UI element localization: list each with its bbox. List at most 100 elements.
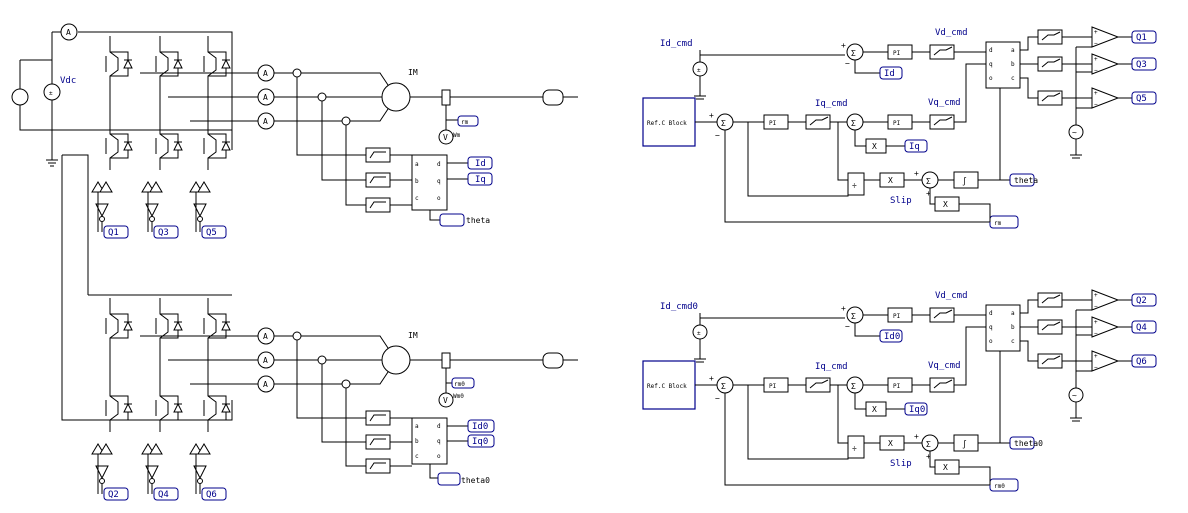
bot-gate-driver-b-1-icon (149, 443, 163, 455)
dc-ammeter (60, 23, 78, 41)
mult-slip-label: X (888, 439, 893, 448)
bot-gate-driver-b-2-icon (197, 443, 211, 455)
top-diode-path-upper-0 (110, 51, 129, 77)
divider-block (847, 435, 865, 459)
top-diode-upper-1-icon (173, 58, 183, 69)
bot-gate-inverter-0-icon (95, 465, 109, 480)
sum-slip-symbol: Σ (926, 177, 931, 186)
abc-out-b: b (1011, 324, 1015, 331)
divider-label: ÷ (852, 181, 857, 190)
top-motor-section: A A A IM V Wm rm a (140, 64, 578, 227)
gate-out-tag-0-label: Q1 (1136, 33, 1147, 43)
top-gate-inverter-bubble-1 (149, 216, 155, 222)
comparator-0-minus: − (1094, 303, 1098, 310)
ref-c-block-label: Ref.C Block (647, 383, 687, 390)
induction-motor-top-icon (381, 82, 411, 112)
abc-filter-b-top (365, 172, 391, 188)
ac-voltmeter-icon (11, 88, 29, 106)
current-sensor-b-top (317, 92, 327, 102)
limiter-abc-1-icon (1041, 58, 1061, 68)
sum-speed-plus: + (709, 374, 714, 383)
id-feedback-wire (854, 60, 880, 74)
ref-c-block (642, 360, 696, 410)
top-diode-lower-0-icon (123, 140, 133, 151)
abc-port-c-top: c (415, 195, 419, 202)
gate-out-tag-1-label: Q3 (1136, 60, 1147, 70)
limiter-d-icon (933, 309, 953, 319)
bot-gate-inverter-2-icon (193, 465, 207, 480)
dq-in-d: d (989, 310, 993, 317)
comparator-1-icon (1091, 53, 1120, 75)
current-sensor-a-top (292, 68, 302, 78)
id-tag-top-label: Id (475, 159, 486, 169)
limiter-abc-1-block (1037, 56, 1063, 72)
dq-port-q-top: q (437, 178, 441, 185)
slip-label: Slip (890, 459, 912, 469)
top-diode-lower-2-icon (221, 140, 231, 151)
abc-filter-a-bot (365, 410, 391, 426)
id0-tag-bot (467, 419, 495, 433)
divider-block (847, 172, 865, 196)
rm-tag-bot-label: rm0 (454, 381, 465, 388)
top-gate-inverter-2-icon (193, 203, 207, 218)
id-feedback-tag-label: Id0 (884, 332, 900, 342)
top-gate-inverter-1-icon (145, 203, 159, 218)
induction-motor-bot-icon (381, 345, 411, 375)
top-diode-upper-0-icon (123, 58, 133, 69)
abc-to-dq-top (411, 154, 448, 211)
bot-diode-lower-2-icon (221, 402, 231, 413)
abc-c-wire (1020, 340, 1038, 362)
top-gate-driver-b-1-icon (149, 181, 163, 193)
dq-port-d-bot: d (437, 423, 441, 430)
iq-feedback-tag (904, 402, 928, 416)
id-feedback-tag-label: Id (884, 69, 895, 79)
top-gate-tag-2 (201, 225, 227, 239)
top-gate-tag-1-label: Q3 (158, 228, 169, 238)
ammeter-c-bot-label: A (263, 380, 268, 389)
speed-meter-bot-icon (438, 392, 454, 408)
iq-feedback-wire (854, 130, 866, 147)
ammeter-c-top-label: A (263, 117, 268, 126)
top-gate-driver-b-0-icon (99, 181, 113, 193)
limiter-q-icon (933, 116, 953, 126)
abc-filter-a-top (365, 147, 391, 163)
bot-gate-driver-b-0-icon (99, 443, 113, 455)
gate-out-tag-0 (1131, 30, 1157, 44)
svg-text:±: ± (49, 90, 53, 97)
bot-igbt-lower-2-icon (207, 384, 217, 432)
integrator-label: ∫ (962, 440, 967, 449)
carrier-source-symbol: ~ (1072, 128, 1077, 137)
abc-port-a-bot: a (415, 423, 419, 430)
id-cmd-source-symbol: ± (697, 67, 701, 74)
bot-diode-path-lower-1 (160, 395, 179, 421)
abc-out-c: c (1011, 75, 1015, 82)
top-diode-path-upper-1 (160, 51, 179, 77)
id-feedback-tag (879, 329, 903, 343)
dq-in-d: d (989, 47, 993, 54)
abc-filter-c-bot (365, 458, 391, 474)
pi-d-label: PI (893, 313, 901, 320)
top-gate-tag-1 (153, 225, 179, 239)
mult-iq-label: X (872, 142, 877, 151)
bot-gate-tag-2 (201, 487, 227, 501)
dq-in-q: q (989, 324, 993, 331)
gate-out-tag-1 (1131, 320, 1157, 334)
speed-sensor-bot (542, 352, 564, 369)
iq-feedback-wire (854, 393, 866, 410)
bot-diode-upper-2-icon (221, 320, 231, 331)
limiter-abc-0-icon (1041, 31, 1061, 41)
sum-speed-plus: + (709, 111, 714, 120)
theta0-tag-bot (437, 472, 461, 486)
speed-meter-top-symbol: V (443, 133, 448, 142)
comparator-1-minus: − (1094, 330, 1098, 337)
dq-port-o-bot: o (437, 453, 441, 460)
top-diode-path-lower-1 (160, 133, 179, 159)
abc-out-a: a (1011, 310, 1015, 317)
sum-id-plus: + (841, 41, 846, 50)
mult-iq-label: X (872, 405, 877, 414)
id-cmd-source-symbol: ± (697, 330, 701, 337)
rm-to-mult-wire (929, 451, 935, 468)
